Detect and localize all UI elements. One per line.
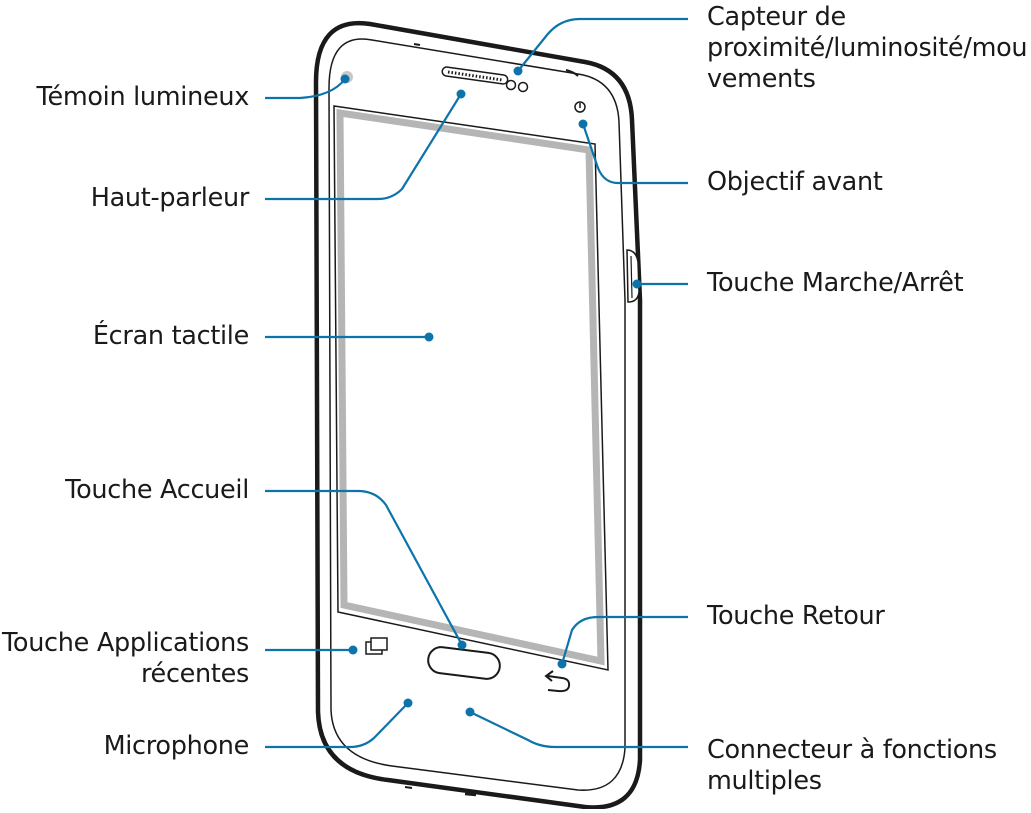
phone-illustration (313, 20, 643, 810)
dot-connecteur (465, 707, 475, 717)
label-connecteur-line2: multiples (707, 766, 822, 796)
power-key (626, 249, 640, 303)
leader-haut-parleur (265, 93, 462, 201)
label-applications-line1: Touche Applications (1, 628, 249, 658)
label-connecteur: Connecteur à fonctions multiples (707, 735, 997, 797)
dot-marche (632, 279, 642, 289)
dot-temoin (340, 74, 350, 84)
dot-microphone (403, 698, 413, 708)
label-applications-line2: récentes (140, 659, 249, 689)
leader-objectif (581, 123, 688, 185)
leader-capteur (517, 17, 688, 72)
label-touche-retour: Touche Retour (707, 601, 885, 631)
label-connecteur-line1: Connecteur à fonctions (707, 735, 997, 765)
touch-screen-inner-border (336, 108, 605, 666)
dot-retour (557, 659, 567, 669)
leader-temoin (265, 78, 346, 100)
leader-accueil (265, 489, 463, 646)
dot-applications (348, 645, 358, 655)
dot-objectif (578, 119, 588, 129)
leader-lines (265, 17, 688, 749)
label-microphone: Microphone (103, 731, 250, 761)
label-capteur: Capteur de proximité/luminosité/mou veme… (707, 2, 1028, 95)
phone-outer-body (313, 20, 643, 810)
home-button (427, 646, 501, 680)
label-temoin-lumineux: Témoin lumineux (36, 82, 250, 112)
label-capteur-line3: vements (707, 64, 816, 94)
label-objectif-avant: Objectif avant (707, 167, 883, 197)
dot-haut-parleur (456, 89, 466, 99)
recent-apps-icon (365, 637, 388, 655)
proximity-sensor (505, 79, 517, 91)
phone-bezel (328, 38, 626, 791)
label-ecran-tactile: Écran tactile (92, 321, 249, 351)
leader-microphone (265, 702, 409, 749)
label-capteur-line2: proximité/luminosité/mou (707, 33, 1028, 63)
dot-ecran (424, 332, 434, 342)
light-sensor (517, 81, 529, 93)
leader-connecteur (469, 711, 688, 749)
label-touche-marche-arret: Touche Marche/Arrêt (707, 268, 964, 298)
label-capteur-line1: Capteur de (707, 2, 846, 32)
earpiece-speaker (441, 66, 509, 85)
touch-screen (333, 105, 609, 671)
label-haut-parleur: Haut-parleur (90, 183, 250, 213)
label-touche-applications: Touche Applications récentes (2, 628, 249, 690)
back-icon (547, 675, 571, 693)
dot-capteur (513, 66, 523, 76)
leader-retour (560, 615, 688, 665)
dot-accueil (457, 640, 467, 650)
label-touche-accueil: Touche Accueil (65, 475, 249, 505)
